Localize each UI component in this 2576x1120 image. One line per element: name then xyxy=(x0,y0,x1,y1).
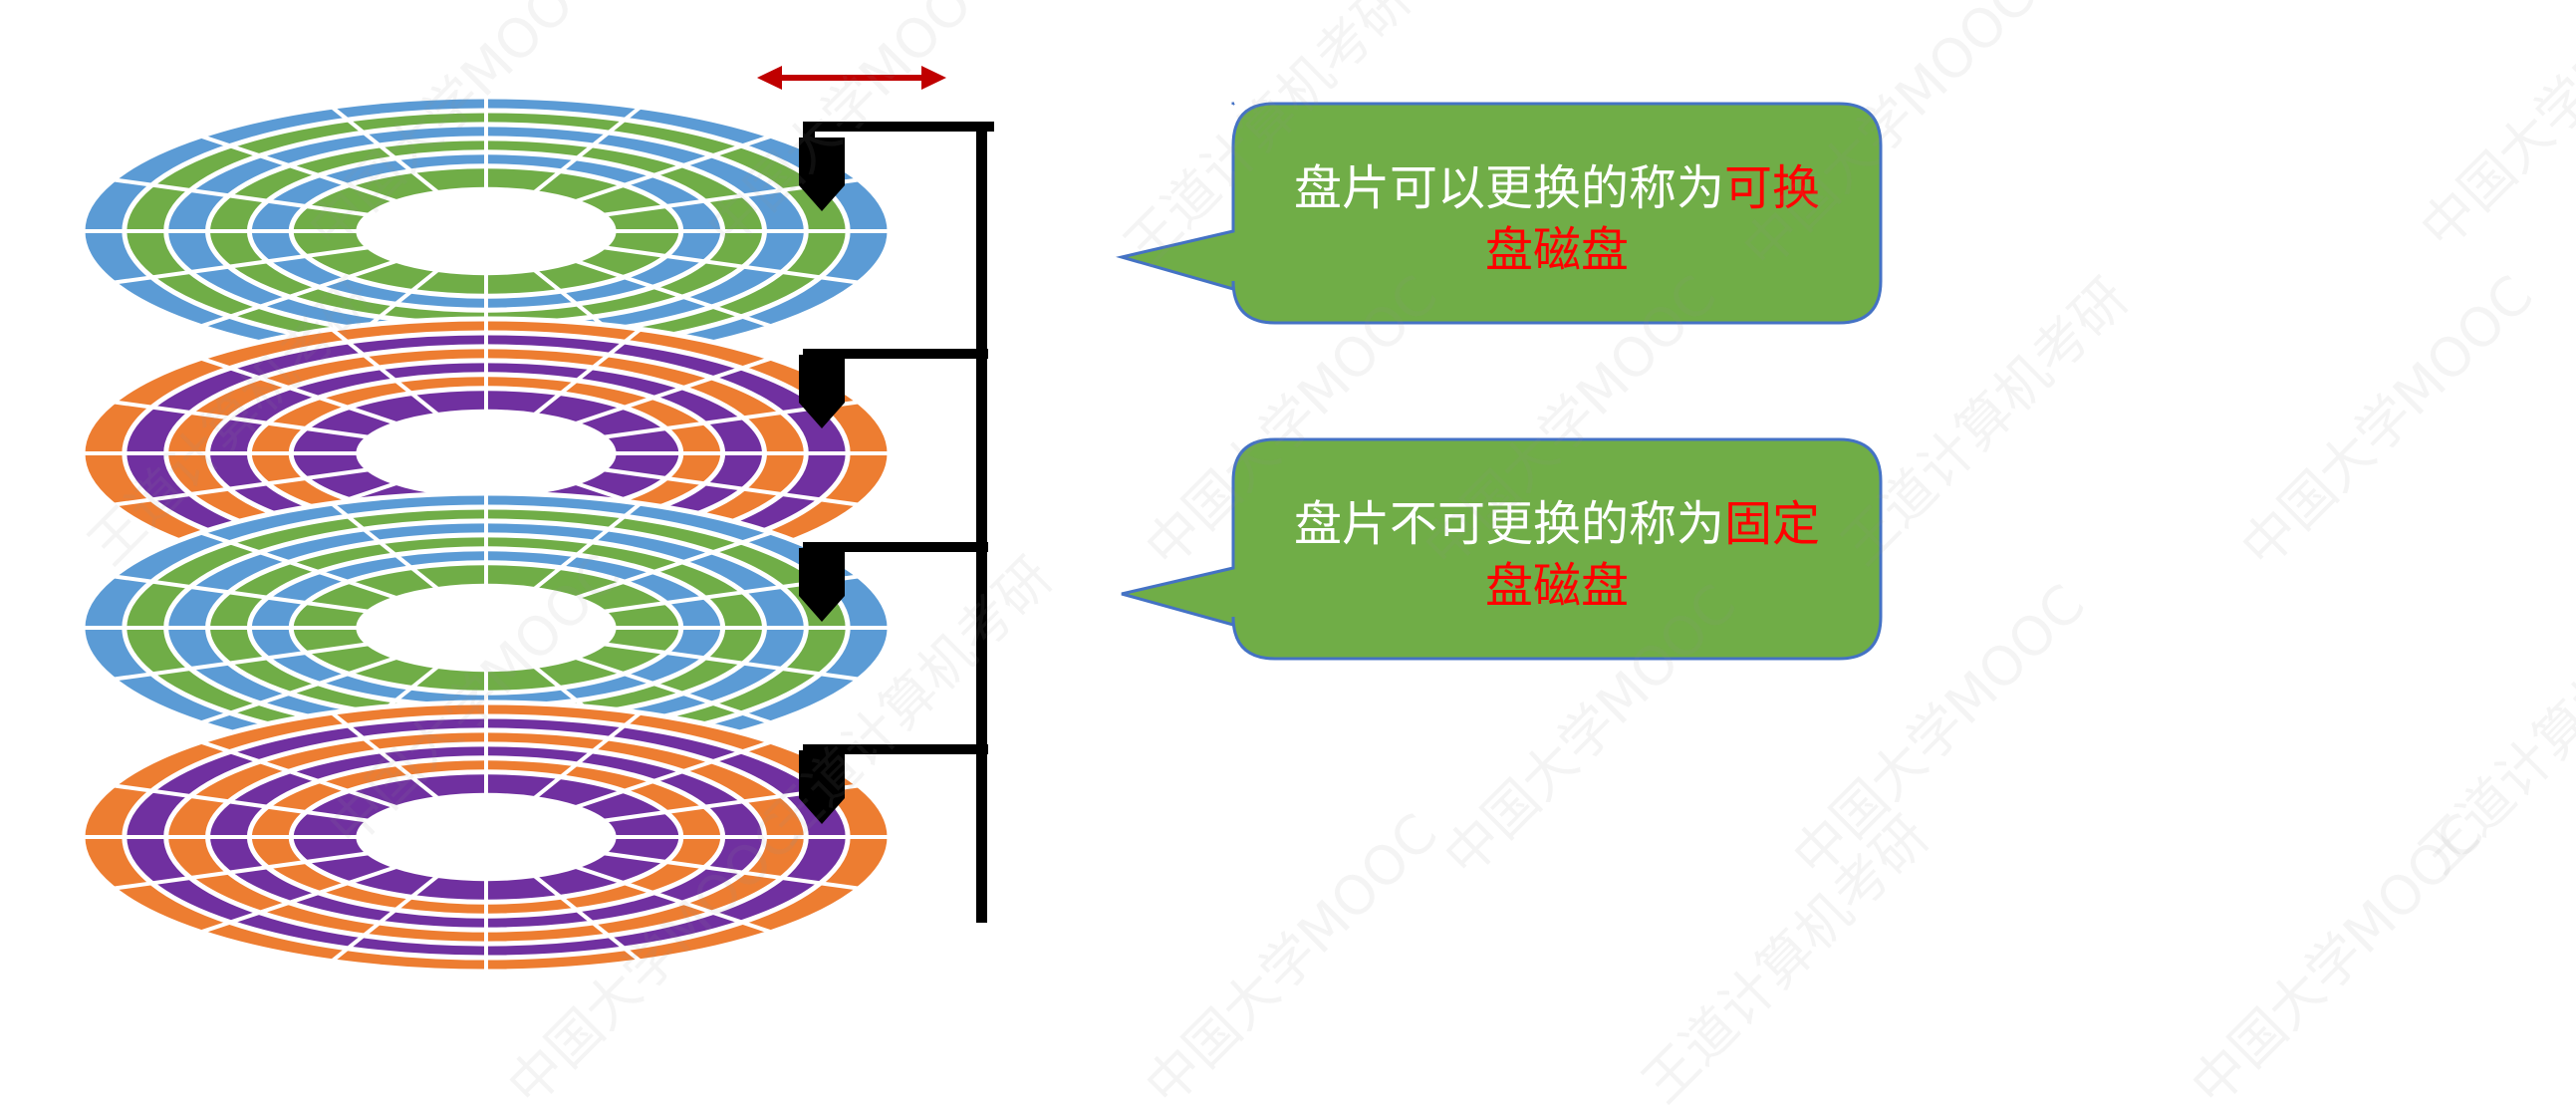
callout-fixed-text: 盘片不可更换的称为固定 盘磁盘 xyxy=(1233,493,1881,617)
callout-removable-text: 盘片可以更换的称为可换 盘磁盘 xyxy=(1233,157,1881,281)
platter-4-sector-line xyxy=(199,863,401,935)
callout-fixed-highlight-2: 盘磁盘 xyxy=(1484,558,1629,614)
platter-4-sector-line xyxy=(571,739,773,811)
callout-fixed-highlight-1: 固定 xyxy=(1724,496,1821,552)
platter-3-sector-line xyxy=(597,641,860,682)
callout-removable-highlight-2: 盘磁盘 xyxy=(1484,222,1629,278)
arm-branch-3 xyxy=(803,542,988,552)
read-write-head-2 xyxy=(799,355,845,428)
platter-3-sector-line xyxy=(571,530,773,602)
platter-2-sector-line xyxy=(330,327,441,419)
platter-1-sector-line xyxy=(571,134,773,205)
platter-2-sector-line xyxy=(113,466,376,507)
platter-4 xyxy=(80,700,893,975)
platter-2-hole xyxy=(356,409,617,498)
platter-2-sector-line xyxy=(597,466,860,507)
callout-removable-normal: 盘片可以更换的称为 xyxy=(1293,160,1724,216)
platter-1-sector-line xyxy=(531,105,643,196)
platter-1-sector-line xyxy=(113,244,376,285)
platter-4-sector-line xyxy=(531,872,643,964)
platter-3-sector-line xyxy=(113,574,376,615)
read-write-head-1 xyxy=(799,138,845,211)
arm-branch-4 xyxy=(803,744,988,754)
read-write-heads xyxy=(799,138,845,824)
callout-removable xyxy=(1116,102,1883,325)
platter-1-sector-line xyxy=(597,244,860,285)
arm-spine xyxy=(976,124,987,923)
read-write-head-3 xyxy=(799,548,845,622)
platter-4-sector-line xyxy=(199,739,401,811)
callout-fixed xyxy=(1121,437,1883,661)
platter-1-sector-line xyxy=(113,177,376,218)
platter-1-sector-line xyxy=(199,257,401,329)
platter-4-sector-line xyxy=(571,863,773,935)
platter-2-sector-line xyxy=(571,356,773,427)
arm-branch-2 xyxy=(803,349,988,359)
platter-3-sector-line xyxy=(571,654,773,725)
platter-1-sector-line xyxy=(199,134,401,205)
platter-1 xyxy=(80,94,893,369)
platter-3-sector-line xyxy=(199,530,401,602)
movement-arrow xyxy=(757,66,946,90)
platter-2-sector-line xyxy=(531,327,643,419)
platter-3-hole xyxy=(356,583,617,673)
callout-removable-highlight-1: 可换 xyxy=(1724,160,1821,216)
platter-3-sector-line xyxy=(199,654,401,725)
platter-4-sector-line xyxy=(113,850,376,891)
platter-4-sector-line xyxy=(597,850,860,891)
platter-4-sector-line xyxy=(113,783,376,824)
platter-3-sector-line xyxy=(531,501,643,593)
platter-1-sector-line xyxy=(571,257,773,329)
disk-diagram xyxy=(80,66,1883,975)
platter-3 xyxy=(80,490,893,765)
platter-stack xyxy=(80,94,893,975)
platter-4-hole xyxy=(356,792,617,882)
platter-4-sector-line xyxy=(330,872,441,964)
platter-4-sector-line xyxy=(330,710,441,802)
platter-3-sector-line xyxy=(113,641,376,682)
platter-1-sector-line xyxy=(330,105,441,196)
callout-fixed-normal: 盘片不可更换的称为 xyxy=(1293,496,1724,552)
read-write-head-4 xyxy=(799,750,845,824)
platter-2-sector-line xyxy=(113,400,376,440)
platter-2-sector-line xyxy=(199,356,401,427)
platter-1-hole xyxy=(356,186,617,276)
platter-3-sector-line xyxy=(330,501,441,593)
platter-4-sector-line xyxy=(531,710,643,802)
arm-branch-1 xyxy=(803,122,994,132)
